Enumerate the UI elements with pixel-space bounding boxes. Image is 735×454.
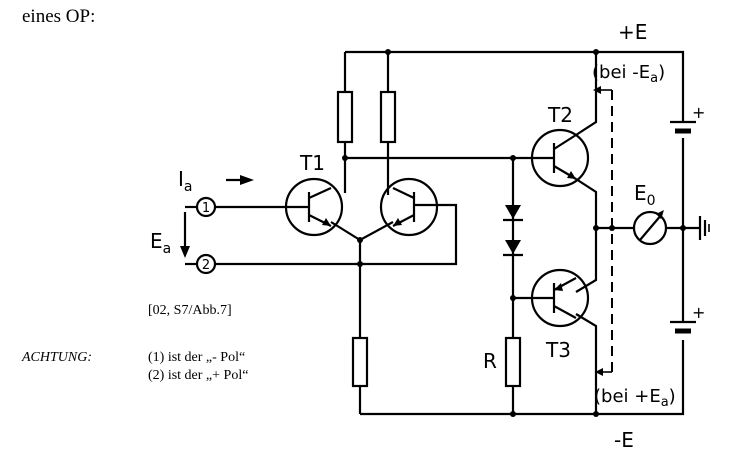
transistor-t3-label: T3 <box>545 338 571 362</box>
battery-bottom <box>670 320 696 334</box>
transistor-t2-label: T2 <box>547 103 573 127</box>
transistor-t3 <box>530 268 590 328</box>
transistor-t1-label: T1 <box>299 151 325 175</box>
warning-line-2: (2) ist der „+ Pol“ <box>148 368 249 383</box>
resistor-tail <box>351 336 369 388</box>
voltage-label: Ea <box>150 229 171 257</box>
battery-bottom-plus: + <box>692 303 705 322</box>
resistor-r-label: R <box>483 349 497 373</box>
meter-label: E0 <box>634 181 656 209</box>
terminal-2-label: 2 <box>202 258 210 273</box>
transistor-t1-left <box>284 177 344 237</box>
resistor-r <box>504 336 522 388</box>
diode-lower <box>503 240 523 257</box>
warning-label: ACHTUNG: <box>22 350 93 365</box>
meter-e0 <box>632 210 668 246</box>
figure-reference: [02, S7/Abb.7] <box>148 303 232 318</box>
battery-top <box>670 120 696 134</box>
terminal-2-circle <box>195 253 217 275</box>
voltage-arrow-head <box>180 246 190 258</box>
dashed-arrow-top <box>593 86 601 94</box>
dashed-arrow-bottom <box>595 368 603 376</box>
supply-positive-label: +E <box>618 20 647 44</box>
ground-icon <box>698 216 710 240</box>
resistor-collector-right <box>379 90 397 144</box>
transistor-t1-right <box>379 177 439 237</box>
warning-line-1: (1) ist der „- Pol“ <box>148 350 246 365</box>
current-arrow-head <box>240 175 254 185</box>
junction-dots <box>342 49 686 417</box>
page-heading: eines OP: <box>22 6 96 27</box>
note-bottom: (bei +Ea) <box>594 386 676 410</box>
transistor-t2 <box>530 128 590 188</box>
note-top: (bei -Ea) <box>592 62 665 86</box>
current-label: Ia <box>178 167 193 195</box>
terminal-1-label: 1 <box>202 201 210 216</box>
supply-negative-label: -E <box>614 428 634 452</box>
terminal-1-circle <box>195 196 217 218</box>
circuit-wires <box>185 50 700 416</box>
resistor-collector-left <box>336 90 354 144</box>
battery-top-plus: + <box>692 103 705 122</box>
diode-upper <box>503 205 523 222</box>
